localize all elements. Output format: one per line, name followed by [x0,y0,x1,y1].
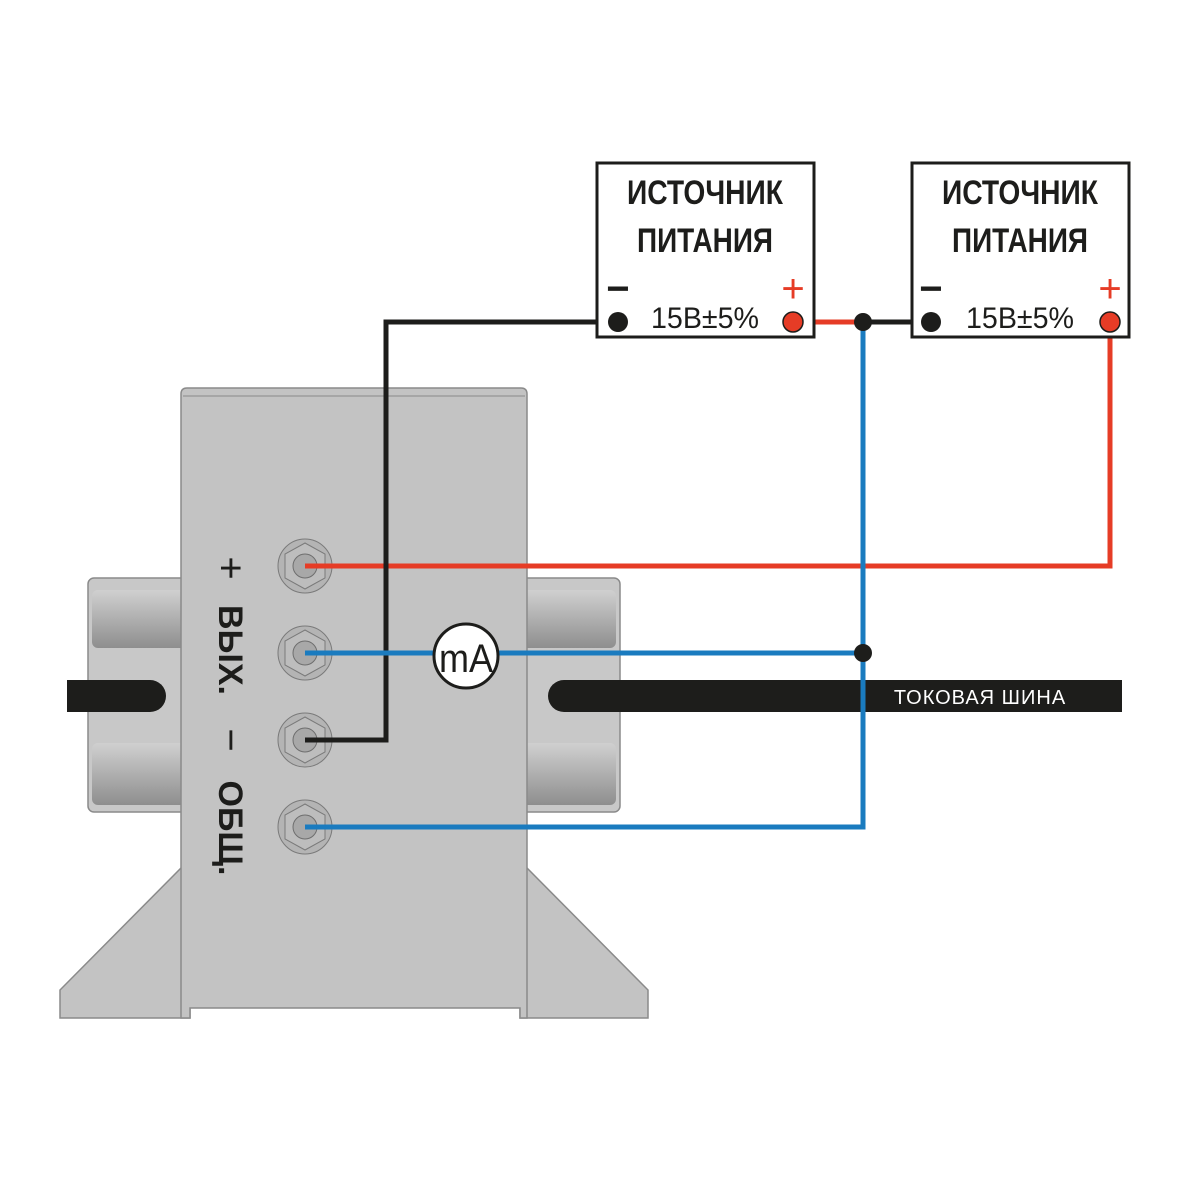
wire-negative [305,319,618,743]
label-minus: − [208,728,252,751]
label-common: ОБЩ. [211,781,249,876]
ps1-voltage: 15В±5% [651,302,759,335]
label-out: ВЫХ. [211,605,249,695]
ps1-title-line1: ИСТОЧНИК [627,174,783,212]
ps1-positive-terminal[interactable] [782,311,804,333]
junction-dot-top [854,313,872,331]
ps2-positive-terminal[interactable] [1099,311,1121,333]
ps2-plus: + [1098,267,1121,311]
label-plus: + [208,556,252,579]
ps2-minus: − [919,267,942,311]
bus-bar-right [548,680,1122,712]
ammeter: mA [432,622,500,690]
ammeter-label: mA [439,637,493,681]
ps1-negative-terminal[interactable] [608,312,628,332]
left-foot [59,867,191,1019]
ps1-title-line2: ПИТАНИЯ [637,222,773,260]
ps2-negative-terminal[interactable] [921,312,941,332]
ps1-minus: − [606,267,629,311]
wire-positive [305,322,1113,569]
right-foot [519,867,649,1019]
power-supply-2: ИСТОЧНИК ПИТАНИЯ − + 15В±5% [910,161,1131,339]
ps2-title-line2: ПИТАНИЯ [952,222,1088,260]
junction-dot-bottom [854,644,872,662]
wire-common [305,322,866,830]
power-supply-1: ИСТОЧНИК ПИТАНИЯ − + 15В±5% [595,161,816,339]
ps2-title-line1: ИСТОЧНИК [942,174,1098,212]
ps2-voltage: 15В±5% [966,302,1074,335]
bus-bar-label: ТОКОВАЯ ШИНА [894,687,1066,709]
ps1-plus: + [781,267,804,311]
bus-bar-left [67,680,166,712]
device-body [180,387,528,1019]
